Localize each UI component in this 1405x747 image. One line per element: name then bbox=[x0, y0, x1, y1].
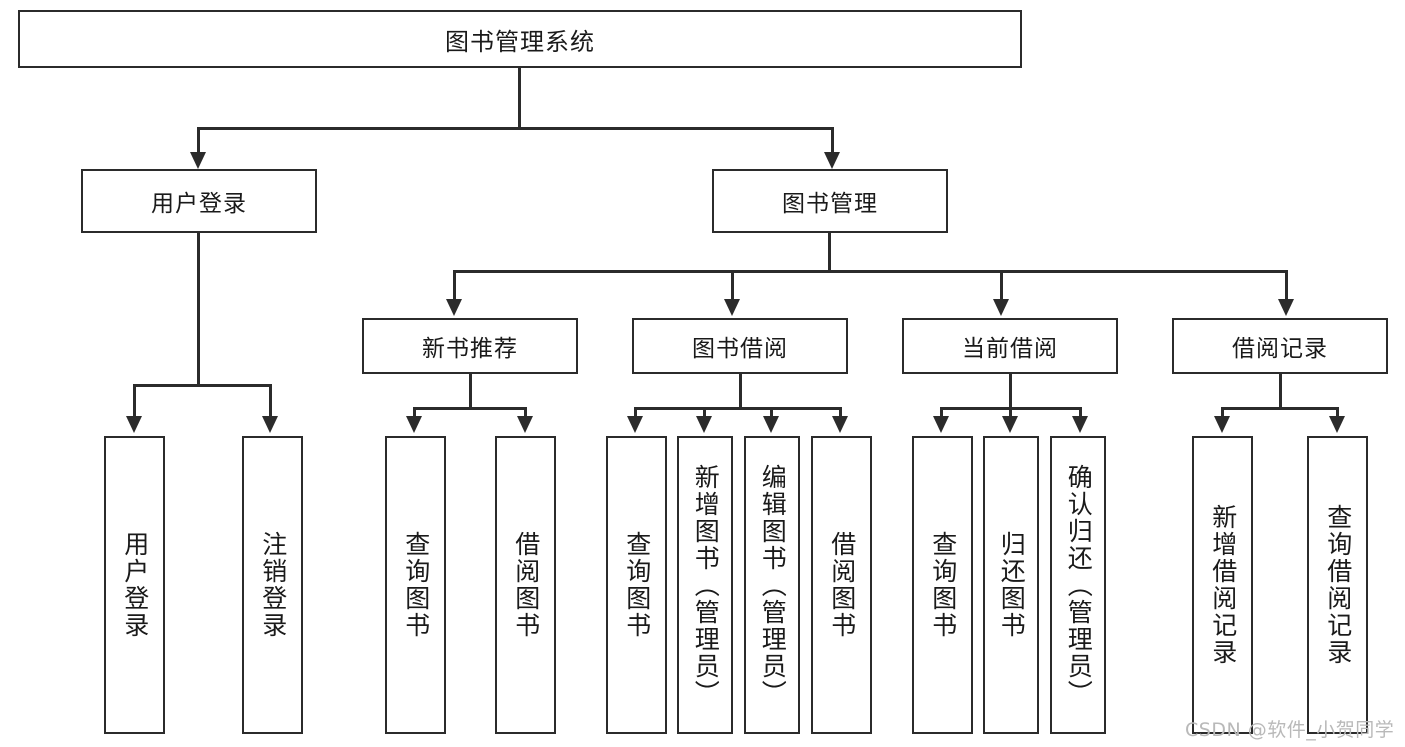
leaf-query-book-2-label: 查询图书 bbox=[622, 531, 652, 639]
arrowhead-to-leaf-borrow-book-1 bbox=[517, 416, 533, 433]
leaf-user-login-label: 用户登录 bbox=[120, 531, 150, 639]
node-root-system[interactable]: 图书管理系统 bbox=[18, 10, 1022, 68]
arrowhead-root-to-user-login bbox=[190, 152, 206, 169]
leaf-borrow-book-2-label: 借阅图书 bbox=[827, 531, 857, 639]
leaf-query-book-1[interactable]: 查询图书 bbox=[385, 436, 446, 734]
connector-book-manage-bar bbox=[453, 270, 1288, 273]
leaf-confirm-return[interactable]: 确认归还（管理员） bbox=[1050, 436, 1106, 734]
arrowhead-to-current-borrow bbox=[993, 299, 1009, 316]
leaf-confirm-return-label: 确认归还（管理员） bbox=[1064, 463, 1094, 707]
leaf-borrow-book-1-label: 借阅图书 bbox=[511, 531, 541, 639]
connector-bm-drop-2 bbox=[731, 270, 734, 302]
arrowhead-to-leaf-confirm-return bbox=[1072, 416, 1088, 433]
arrowhead-to-new-book-rec bbox=[446, 299, 462, 316]
node-borrow-record[interactable]: 借阅记录 bbox=[1172, 318, 1388, 374]
connector-cb-drop-3 bbox=[1079, 407, 1082, 419]
connector-cb-drop-1 bbox=[940, 407, 943, 419]
node-book-manage[interactable]: 图书管理 bbox=[712, 169, 948, 233]
arrowhead-to-leaf-query-record bbox=[1329, 416, 1345, 433]
connector-bm-drop-4 bbox=[1285, 270, 1288, 302]
node-new-book-rec[interactable]: 新书推荐 bbox=[362, 318, 578, 374]
connector-root-stem bbox=[518, 68, 521, 128]
connector-cb-stem bbox=[1009, 374, 1012, 409]
leaf-edit-book[interactable]: 编辑图书（管理员） bbox=[744, 436, 800, 734]
connector-user-login-drop-2 bbox=[269, 384, 272, 419]
arrowhead-to-leaf-query-book-3 bbox=[933, 416, 949, 433]
arrowhead-to-leaf-edit-book bbox=[763, 416, 779, 433]
connector-br-drop-2 bbox=[1336, 407, 1339, 419]
arrowhead-to-leaf-add-record bbox=[1214, 416, 1230, 433]
leaf-add-book-label: 新增图书（管理员） bbox=[691, 463, 721, 707]
connector-user-login-bar bbox=[133, 384, 272, 387]
leaf-logout[interactable]: 注销登录 bbox=[242, 436, 303, 734]
leaf-user-login[interactable]: 用户登录 bbox=[104, 436, 165, 734]
arrowhead-root-to-book-manage bbox=[824, 152, 840, 169]
connector-bb-drop-4 bbox=[839, 407, 842, 419]
connector-bb-bar bbox=[634, 407, 842, 410]
connector-bm-drop-3 bbox=[1000, 270, 1003, 302]
connector-root-drop-1 bbox=[197, 127, 200, 155]
leaf-edit-book-label: 编辑图书（管理员） bbox=[758, 463, 788, 707]
connector-nbr-drop-2 bbox=[524, 407, 527, 419]
node-book-borrow[interactable]: 图书借阅 bbox=[632, 318, 848, 374]
arrowhead-to-leaf-add-book bbox=[696, 416, 712, 433]
connector-bb-drop-2 bbox=[703, 407, 706, 419]
connector-cb-drop-2 bbox=[1009, 407, 1012, 419]
leaf-query-book-2[interactable]: 查询图书 bbox=[606, 436, 667, 734]
leaf-query-record-label: 查询借阅记录 bbox=[1323, 504, 1353, 666]
leaf-return-book-label: 归还图书 bbox=[997, 531, 1027, 639]
arrowhead-to-leaf-logout bbox=[262, 416, 278, 433]
connector-root-drop-2 bbox=[831, 127, 834, 155]
leaf-add-record-label: 新增借阅记录 bbox=[1208, 504, 1238, 666]
connector-user-login-stem bbox=[197, 233, 200, 385]
connector-br-bar bbox=[1221, 407, 1339, 410]
node-current-borrow[interactable]: 当前借阅 bbox=[902, 318, 1118, 374]
arrowhead-to-leaf-query-book-2 bbox=[627, 416, 643, 433]
connector-book-manage-stem bbox=[828, 233, 831, 272]
connector-nbr-drop-1 bbox=[413, 407, 416, 419]
connector-br-stem bbox=[1279, 374, 1282, 409]
arrowhead-to-leaf-user-login bbox=[126, 416, 142, 433]
csdn-watermark: CSDN @软件_小贺同学 bbox=[1185, 719, 1395, 741]
leaf-return-book[interactable]: 归还图书 bbox=[983, 436, 1039, 734]
leaf-query-book-3[interactable]: 查询图书 bbox=[912, 436, 973, 734]
leaf-borrow-book-1[interactable]: 借阅图书 bbox=[495, 436, 556, 734]
leaf-query-book-3-label: 查询图书 bbox=[928, 531, 958, 639]
arrowhead-to-borrow-record bbox=[1278, 299, 1294, 316]
leaf-add-record[interactable]: 新增借阅记录 bbox=[1192, 436, 1253, 734]
connector-user-login-drop-1 bbox=[133, 384, 136, 419]
leaf-borrow-book-2[interactable]: 借阅图书 bbox=[811, 436, 872, 734]
arrowhead-to-leaf-query-book-1 bbox=[406, 416, 422, 433]
arrowhead-to-leaf-borrow-book-2 bbox=[832, 416, 848, 433]
connector-br-drop-1 bbox=[1221, 407, 1224, 419]
connector-nbr-bar bbox=[413, 407, 527, 410]
connector-nbr-stem bbox=[469, 374, 472, 409]
arrowhead-to-book-borrow bbox=[724, 299, 740, 316]
leaf-query-record[interactable]: 查询借阅记录 bbox=[1307, 436, 1368, 734]
leaf-add-book[interactable]: 新增图书（管理员） bbox=[677, 436, 733, 734]
connector-bb-drop-1 bbox=[634, 407, 637, 419]
connector-bm-drop-1 bbox=[453, 270, 456, 302]
connector-root-bar bbox=[197, 127, 834, 130]
node-user-login[interactable]: 用户登录 bbox=[81, 169, 317, 233]
arrowhead-to-leaf-return-book bbox=[1002, 416, 1018, 433]
connector-bb-stem bbox=[739, 374, 742, 409]
connector-bb-drop-3 bbox=[770, 407, 773, 419]
leaf-logout-label: 注销登录 bbox=[258, 531, 288, 639]
leaf-query-book-1-label: 查询图书 bbox=[401, 531, 431, 639]
